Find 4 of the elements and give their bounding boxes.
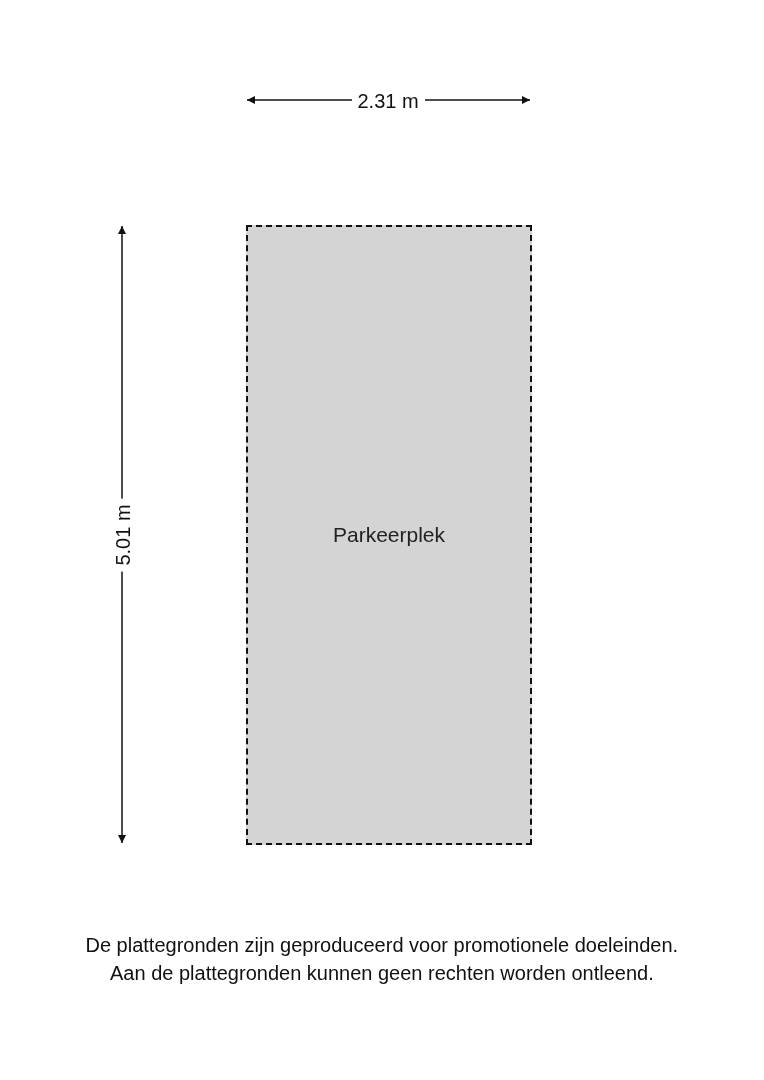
disclaimer-text: Aan de plattegronden kunnen geen rechten worden ontleend.: [110, 962, 654, 984]
disclaimer-text: De plattegronden zijn geproduceerd voor promotionele doeleinden.: [85, 934, 679, 956]
room-label: Parkeerplek: [332, 523, 446, 547]
parking-space: [246, 225, 532, 845]
